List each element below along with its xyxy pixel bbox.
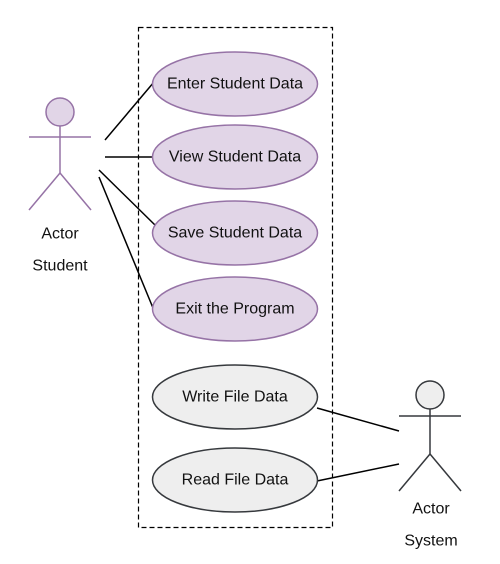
actor-leg-right <box>429 453 462 492</box>
actor-system-role: Actor <box>412 501 450 518</box>
use-case-ellipse <box>151 51 319 117</box>
association-line <box>316 463 400 482</box>
use-case-label: Read File Data <box>182 472 289 489</box>
actor-head <box>45 97 75 127</box>
use-case-ellipse <box>151 276 319 342</box>
use-case-label: Exit the Program <box>175 301 294 318</box>
student-associations <box>98 81 157 309</box>
system-boundary <box>137 26 334 529</box>
actor-leg-right <box>59 172 92 211</box>
association-line <box>316 407 400 432</box>
use-case-label: Enter Student Data <box>167 76 303 93</box>
use-case-save-student-data[interactable]: Save Student Data <box>151 200 319 266</box>
actor-system-icon <box>398 380 462 492</box>
actor-student-name: Student <box>32 258 88 275</box>
association-line <box>98 176 154 309</box>
actor-system[interactable]: Actor System <box>398 380 462 550</box>
actor-head <box>415 380 445 410</box>
actor-student[interactable]: Actor Student <box>28 97 92 275</box>
actor-student-role: Actor <box>41 226 79 243</box>
use-case-label: Write File Data <box>182 389 288 406</box>
use-case-write-file-data[interactable]: Write File Data <box>151 364 319 430</box>
use-case-label: Save Student Data <box>168 225 302 242</box>
use-case-read-file-data[interactable]: Read File Data <box>151 447 319 513</box>
use-case-ellipse <box>151 364 319 430</box>
actor-leg-left <box>398 453 431 492</box>
use-case-ellipse <box>151 200 319 266</box>
system-associations <box>316 407 400 482</box>
actor-leg-left <box>28 172 61 211</box>
use-case-ellipse <box>151 447 319 513</box>
actor-student-icon <box>28 97 92 211</box>
use-case-enter-student-data[interactable]: Enter Student Data <box>151 51 319 117</box>
use-case-label: View Student Data <box>169 149 301 166</box>
use-case-view-student-data[interactable]: View Student Data <box>151 124 319 190</box>
use-case-ellipse <box>151 124 319 190</box>
use-case-exit-the-program[interactable]: Exit the Program <box>151 276 319 342</box>
association-line <box>104 81 155 141</box>
association-line <box>98 169 157 227</box>
actor-system-name: System <box>404 533 457 550</box>
